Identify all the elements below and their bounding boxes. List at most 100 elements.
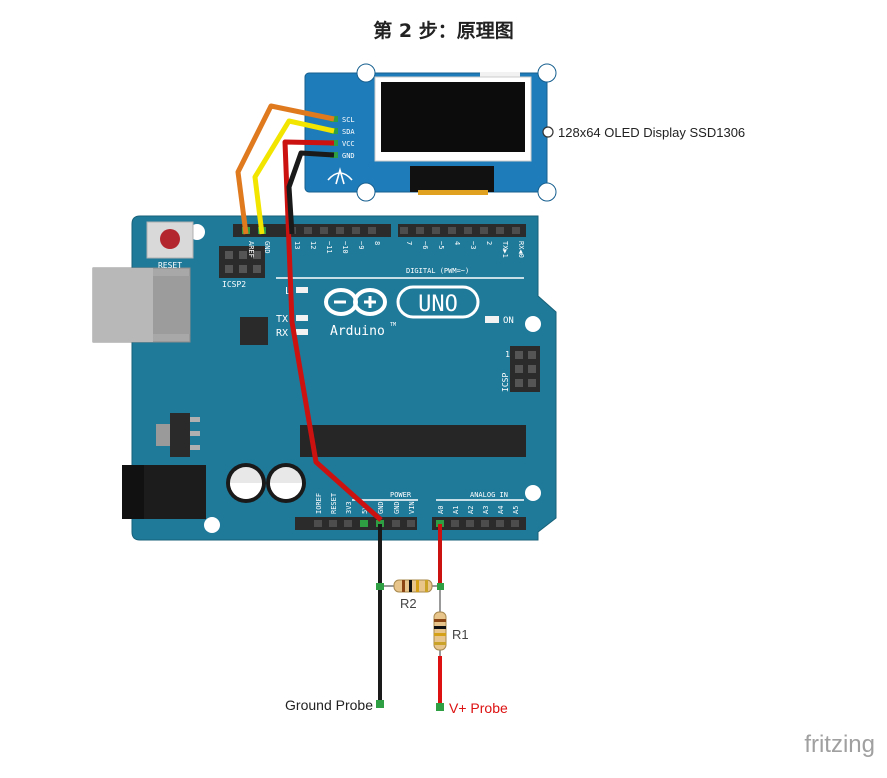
header-pin [336,227,344,234]
digital-pin-label: TX▶1 [501,241,509,258]
icsp-label: ICSP [501,373,510,392]
header-pin [400,227,408,234]
arduino-logo-text: Arduino [330,324,385,339]
digital-pin-label: ~11 [325,241,333,254]
oled-display-label: 128x64 OLED Display SSD1306 [558,125,745,140]
l-led [296,287,308,293]
header-pin [344,520,352,527]
tx-led [296,315,308,321]
usb-chip [240,317,268,345]
mounting-hole [537,63,557,83]
on-led [485,316,499,323]
wire-scl [235,103,335,235]
analog-pin-label: A1 [452,506,460,514]
trademark-label: TM [390,322,396,328]
header-pin [407,520,415,527]
digital-pin-label: ~5 [437,241,445,249]
analog-pin-label: A3 [482,506,490,514]
oled-screen [381,82,525,152]
mounting-hole [525,316,541,332]
header-pin [304,227,312,234]
uno-model-label: UNO [418,292,458,317]
oled-pin-label: VCC [342,140,355,148]
digital-pin-label: ~10 [341,241,349,254]
mounting-hole [537,182,557,202]
tx-led-label: TX [276,314,288,325]
header-pin [496,227,504,234]
power-pin-label: VIN [408,501,416,514]
icsp2-label: ICSP2 [222,280,246,289]
r2-label: R2 [400,596,417,611]
digital-pin-label: 13 [293,241,301,249]
power-pin-label: IOREF [315,493,323,514]
oled-pin-label: SCL [342,116,355,124]
analog-pin-label: A4 [497,506,505,514]
header-pin [392,520,400,527]
digital-pin-label: ~3 [469,241,477,249]
voltage-regulator [156,413,200,457]
oled-pin-label: GND [342,152,355,160]
power-label: POWER [390,491,412,499]
header-pin [360,520,368,527]
analog-label: ANALOG IN [470,491,508,499]
arduino-logo: UNO Arduino TM [324,285,480,339]
voltage-divider: R2 R1 Ground Probe V+ Probe [285,524,508,716]
wire-sda [252,118,335,235]
header-pin [320,227,328,234]
header-pin [352,227,360,234]
reset-button: RESET [146,221,194,270]
digital-pin-label: 4 [453,241,461,245]
header-pin [464,227,472,234]
on-led-label: ON [503,316,514,326]
header-pin [416,227,424,234]
digital-pin-label: GND [263,241,271,254]
digital-pin-label: AREF [247,241,255,258]
digital-pin-label: RX◀0 [517,241,525,258]
power-pin-label: GND [377,501,385,514]
header-pin [481,520,489,527]
i2c-wires [235,103,383,522]
header-pin [496,520,504,527]
digital-pin-label: 8 [373,241,381,245]
header-pin [512,227,520,234]
atmega-chip [300,425,526,457]
mounting-hole [204,517,220,533]
l-led-label: L [285,286,291,297]
dc-power-jack [122,465,206,519]
capacitor [266,463,306,503]
analog-pin-label: A2 [467,506,475,514]
header-pin [376,520,384,527]
reset-label: RESET [158,261,182,270]
usb-connector [92,267,191,343]
icsp-pin1-label: 1 [505,350,510,359]
power-pin-label: RESET [330,492,338,514]
power-pin-label: GND [393,501,401,514]
digital-label: DIGITAL (PWM=~) [406,267,469,275]
analog-pin-label: A5 [512,506,520,514]
mounting-hole [525,485,541,501]
mounting-hole [356,63,376,83]
header-pin [314,520,322,527]
oled-pin-label: SDA [342,128,355,136]
header-pin [448,227,456,234]
header-pin [480,227,488,234]
rx-led-label: RX [276,328,288,339]
header-pin [466,520,474,527]
power-header: POWER [295,491,418,530]
power-pin-label: 3V3 [345,501,353,514]
page-title: 第 2 步：原理图 [373,20,514,42]
capacitor [226,463,266,503]
header-pin [436,520,444,527]
wire-vcc-5v [282,139,383,522]
resistor-r2 [393,579,433,593]
digital-pin-label: ~9 [357,241,365,249]
wire-gnd [286,150,335,235]
header-pin [511,520,519,527]
grove-logo-icon [327,167,353,185]
header-pin [451,520,459,527]
digital-pin-label: 7 [405,241,413,245]
digital-pin-label: ~6 [421,241,429,249]
resistor-r1 [433,611,447,651]
